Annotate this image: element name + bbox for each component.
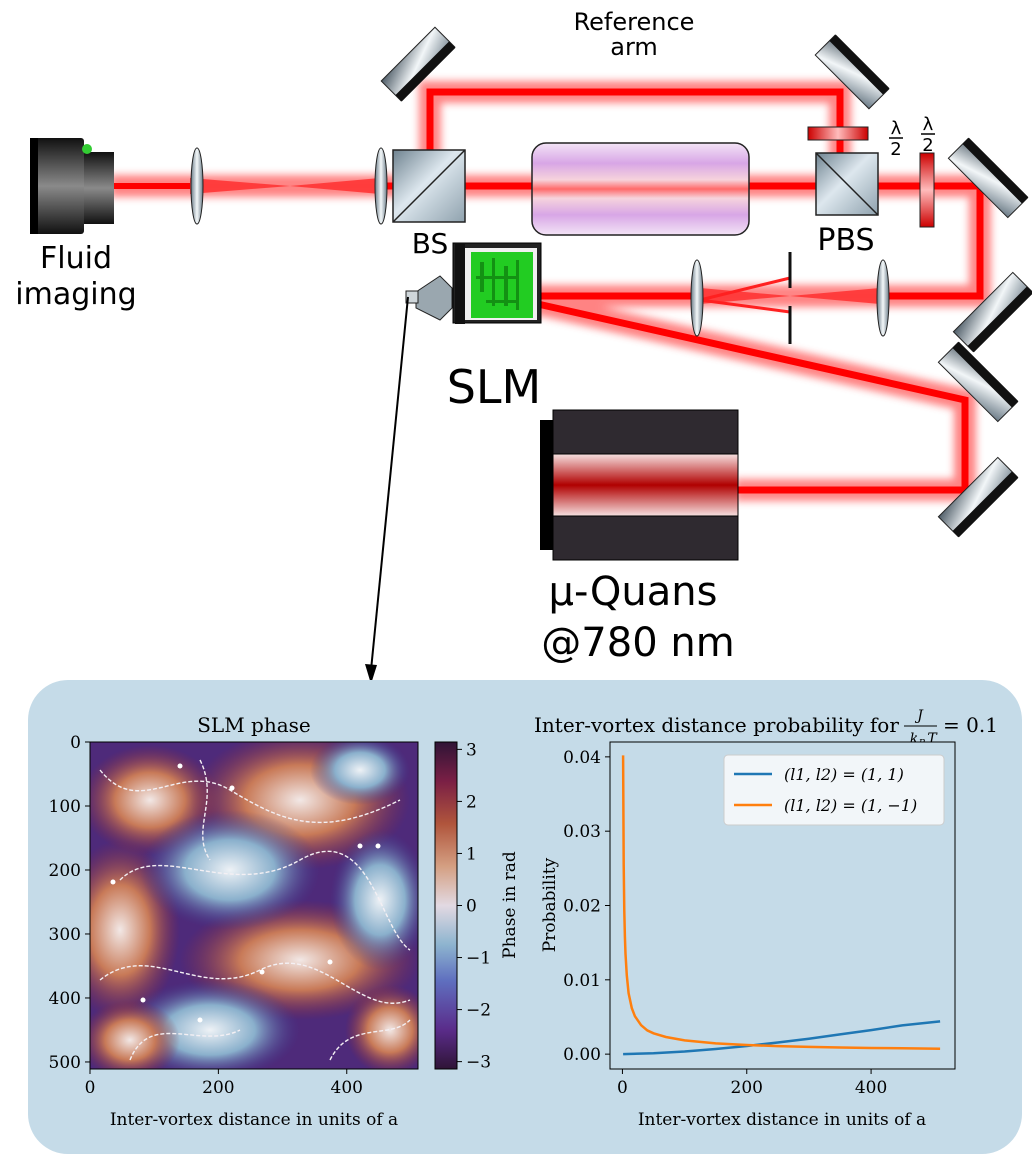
y-tick-label: 300 (49, 925, 81, 945)
label-reference-arm-1: Reference (574, 8, 695, 36)
phase-map (90, 742, 418, 1069)
lens-1 (190, 147, 204, 225)
probability-title-prefix: Inter-vortex distance probability for (534, 713, 899, 737)
phase-map-frame (89, 741, 419, 1070)
diffraction-ray-2 (699, 298, 791, 314)
label-slm: SLM (447, 360, 542, 414)
y-tick-label: 0 (70, 733, 81, 753)
lens-2 (374, 147, 388, 225)
label-bs: BS (412, 227, 449, 260)
slm-zoom-arrow (365, 296, 409, 684)
probability-title: Inter-vortex distance probability for J … (534, 708, 998, 749)
label-fluid-imaging-2: imaging (15, 277, 136, 312)
probability-title-den: k (910, 731, 918, 747)
label-fluid-imaging-1: Fluid (40, 241, 112, 276)
optical-setup: Reference arm Fluid imaging BS PBS SLM µ… (15, 8, 1032, 684)
waveplate-horizontal (807, 126, 869, 141)
mirror-right-bottom (937, 456, 1019, 538)
lens-4 (876, 259, 890, 337)
probability-title-num: J (914, 708, 924, 724)
label-source-2: @780 nm (541, 620, 734, 666)
mirror-right-lower (937, 341, 1019, 423)
probability-axes: 0 200 400 0.00 0.01 0.02 0.03 0.04 (563, 748, 887, 1098)
y-tick-label: 400 (49, 989, 81, 1009)
label-reference-arm-2: arm (610, 33, 658, 61)
legend-label-1: (l1, l2) = (1, 1) (784, 765, 904, 784)
phase-colorbar-label: Phase in rad (500, 851, 520, 959)
x-tick-label: 0 (617, 1078, 628, 1098)
slm-phase-chart: SLM phase (49, 713, 520, 1130)
return-beam (880, 186, 984, 300)
y-tick-label: 100 (49, 797, 81, 817)
mirror-ref-right (814, 34, 890, 110)
x-tick-label: 0 (85, 1078, 96, 1098)
colorbar-tick-label: 0 (466, 897, 477, 917)
beam-splitter-bs (392, 149, 466, 223)
x-tick-label: 400 (331, 1078, 363, 1098)
colorbar-tick-label: −1 (466, 949, 491, 969)
label-source-1: µ-Quans (549, 569, 718, 615)
lens-3 (690, 259, 704, 337)
probability-series (621, 755, 941, 1056)
focus-cone-left (190, 178, 290, 194)
legend-box (723, 754, 945, 826)
y-tick-label: 500 (49, 1053, 81, 1073)
colorbar-tick-label: −2 (466, 1001, 491, 1021)
series-line-2 (621, 755, 941, 1050)
slm-device (405, 242, 542, 324)
phase-map-axes: 0 200 400 0 100 200 300 400 500 (49, 733, 363, 1098)
focus-cone-right (290, 178, 380, 194)
slm-phase-title: SLM phase (197, 713, 311, 737)
mirror-ref-left (380, 26, 456, 102)
waveplate-vertical (919, 152, 935, 228)
diffraction-ray-1 (699, 276, 791, 302)
phase-colorbar (434, 741, 458, 1070)
probability-chart: Inter-vortex distance probability for J … (534, 708, 998, 1130)
probability-ylabel: Probability (540, 857, 560, 952)
y-tick-label: 0.03 (563, 822, 601, 842)
camera-led-icon (82, 144, 92, 154)
x-tick-label: 200 (202, 1078, 234, 1098)
half-wave-2-den: 2 (922, 135, 933, 156)
colorbar-tick-label: −3 (466, 1053, 491, 1073)
slm-phase-xlabel: Inter-vortex distance in units of a (110, 1110, 398, 1130)
slm-out-beam (519, 296, 969, 494)
fluid-camera (30, 138, 114, 234)
x-tick-label: 400 (855, 1078, 887, 1098)
laser-source (540, 409, 739, 561)
y-tick-label: 0.00 (563, 1045, 601, 1065)
return-cone-1 (790, 288, 880, 304)
mirror-right-middle (952, 271, 1032, 353)
colorbar-tick-label: 3 (466, 740, 477, 760)
x-tick-label: 200 (731, 1078, 763, 1098)
colorbar-tick-label: 1 (466, 844, 477, 864)
y-tick-label: 0.01 (563, 971, 601, 991)
probability-legend: (l1, l2) = (1, 1) (l1, l2) = (1, −1) (723, 754, 945, 826)
y-tick-label: 0.04 (563, 748, 601, 768)
label-half-wave-2: λ 2 (921, 114, 935, 156)
label-pbs: PBS (817, 223, 874, 258)
y-tick-label: 200 (49, 861, 81, 881)
half-wave-2-num: λ (923, 114, 934, 135)
label-half-wave-1: λ 2 (889, 118, 903, 160)
vapour-cell (531, 142, 750, 236)
mirror-right-top (947, 137, 1029, 219)
return-cone-2 (700, 288, 790, 304)
colorbar-tick-label: 2 (466, 792, 477, 812)
probability-title-den-tail: T (927, 731, 938, 747)
probability-title-suffix: = 0.1 (943, 713, 998, 737)
half-wave-1-num: λ (891, 118, 902, 139)
series-line-1 (623, 1020, 941, 1056)
phase-colorbar-axis: 3 2 1 0 −1 −2 −3 (457, 740, 491, 1073)
probability-xlabel: Inter-vortex distance in units of a (638, 1110, 926, 1130)
legend-label-2: (l1, l2) = (1, −1) (784, 796, 917, 815)
half-wave-1-den: 2 (890, 139, 901, 160)
beam-splitter-pbs (815, 152, 879, 216)
y-tick-label: 0.02 (563, 897, 601, 917)
